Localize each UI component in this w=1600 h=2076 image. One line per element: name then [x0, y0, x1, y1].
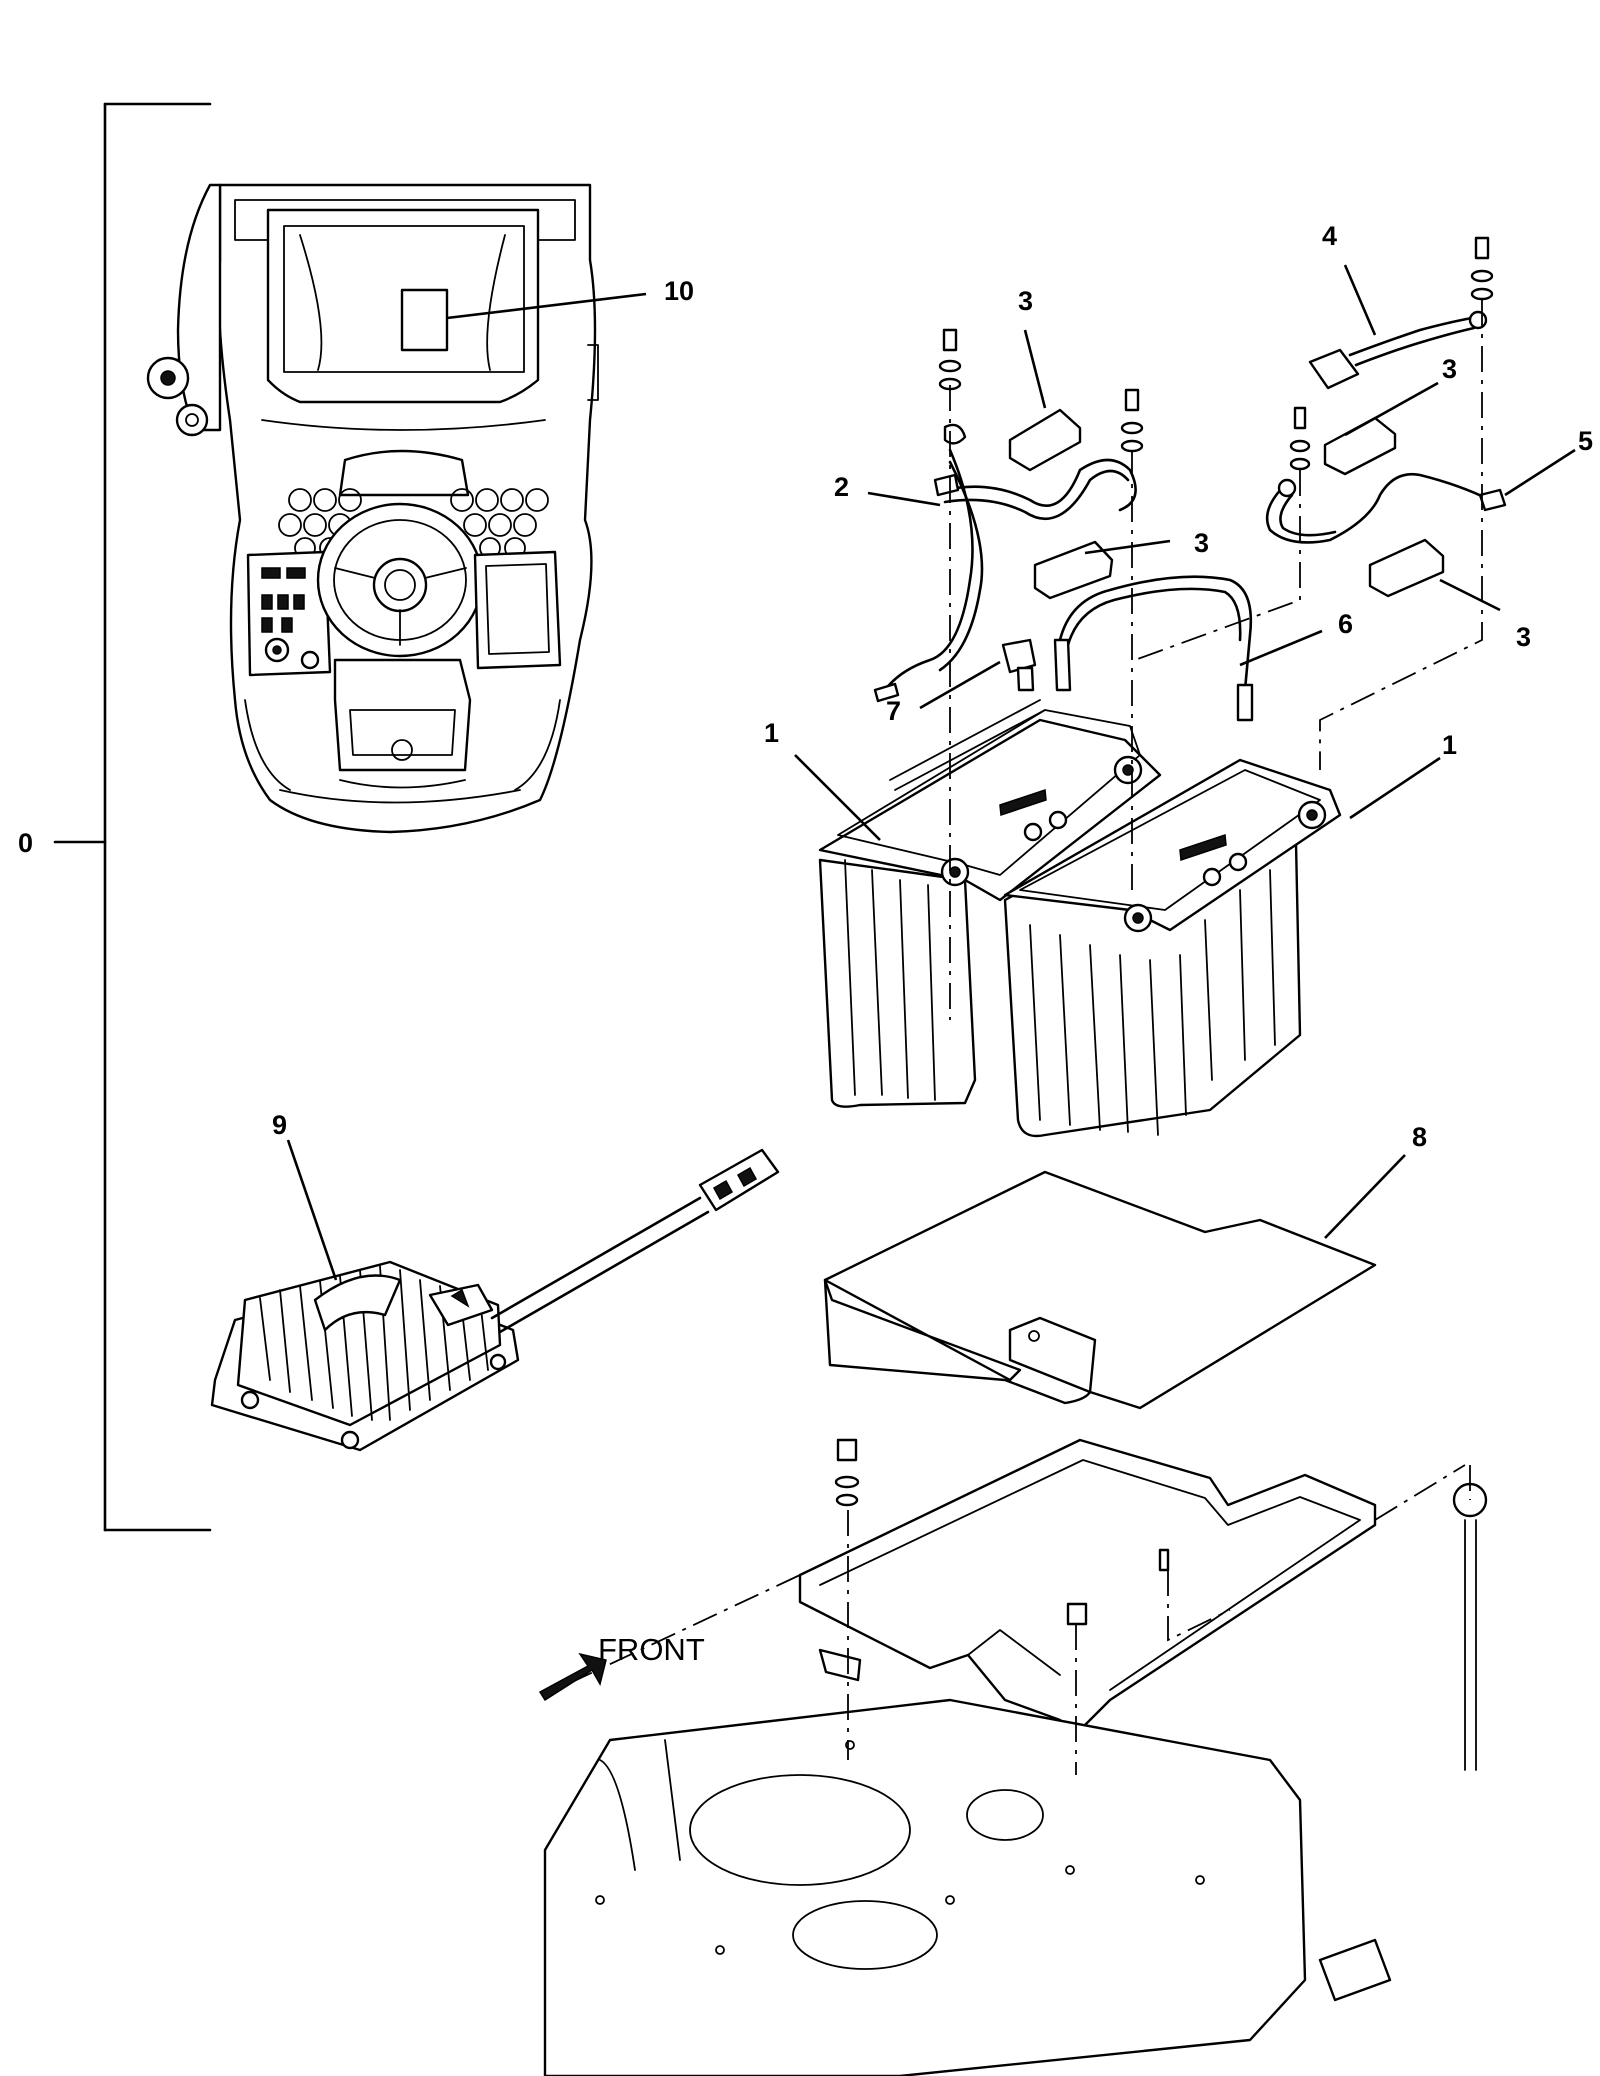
arrow-down-left-icon — [538, 1652, 607, 1702]
cable-hardware — [867, 236, 1576, 1020]
callout-5: 5 — [1578, 426, 1593, 456]
operator-dash-assembly — [146, 183, 647, 834]
callout-3-right-lower: 3 — [1516, 622, 1531, 652]
callout-3-right-upper: 3 — [1442, 354, 1457, 384]
callout-3-middle: 3 — [1194, 528, 1209, 558]
callout-4: 4 — [1322, 221, 1337, 251]
callout-1-left: 1 — [764, 718, 779, 748]
battery-right — [1003, 756, 1441, 1138]
callout-1-right: 1 — [1442, 730, 1457, 760]
battery-left — [818, 699, 1162, 1108]
callout-3-top: 3 — [1018, 286, 1033, 316]
front-direction-indicator: FRONT — [538, 1632, 705, 1702]
battery-tray — [543, 1438, 1488, 2076]
assembly-bracket — [53, 102, 212, 1532]
callout-labels: 0 10 3 4 3 5 2 3 6 3 1 7 1 9 8 — [18, 221, 1593, 1152]
callout-10: 10 — [664, 276, 694, 306]
callout-6: 6 — [1338, 609, 1353, 639]
callout-0: 0 — [18, 828, 33, 858]
front-label: FRONT — [598, 1632, 705, 1667]
callout-2: 2 — [834, 472, 849, 502]
callout-8: 8 — [1412, 1122, 1427, 1152]
callout-9: 9 — [272, 1110, 287, 1140]
battery-mat — [823, 1154, 1406, 1410]
callout-7: 7 — [886, 696, 901, 726]
battery-charger — [210, 1139, 780, 1452]
